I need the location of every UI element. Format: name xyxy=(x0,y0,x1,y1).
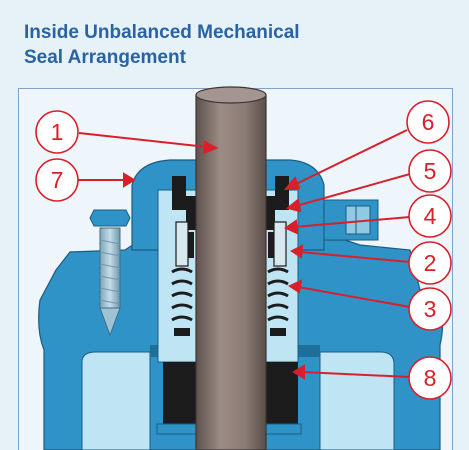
callout-2: 2 xyxy=(408,241,452,285)
title-line-1: Inside Unbalanced Mechanical xyxy=(24,22,300,43)
callout-4: 4 xyxy=(408,194,452,238)
callout-4-label: 4 xyxy=(424,203,437,229)
callout-5-label: 5 xyxy=(424,158,437,184)
shaft xyxy=(195,86,267,450)
diagram-title: Inside Unbalanced Mechanical Seal Arrang… xyxy=(24,20,300,70)
gland-bolt xyxy=(89,209,131,337)
spring-seats xyxy=(174,328,286,336)
callout-leaders xyxy=(78,129,411,380)
callout-7: 7 xyxy=(35,158,79,202)
callout-1-label: 1 xyxy=(51,119,64,145)
callout-6: 6 xyxy=(406,100,450,144)
callout-8: 8 xyxy=(408,356,452,400)
callout-5: 5 xyxy=(408,149,452,193)
callout-7-label: 7 xyxy=(51,167,64,193)
pump-housing xyxy=(38,239,444,450)
callout-3: 3 xyxy=(408,287,452,331)
callout-2-label: 2 xyxy=(424,250,437,276)
callout-3-label: 3 xyxy=(424,296,437,322)
callout-6-label: 6 xyxy=(422,109,435,135)
title-line-2: Seal Arrangement xyxy=(24,47,186,68)
seal-retainer xyxy=(175,221,287,267)
callout-8-label: 8 xyxy=(424,365,437,391)
seal-springs xyxy=(171,267,289,322)
callout-1: 1 xyxy=(35,110,79,154)
